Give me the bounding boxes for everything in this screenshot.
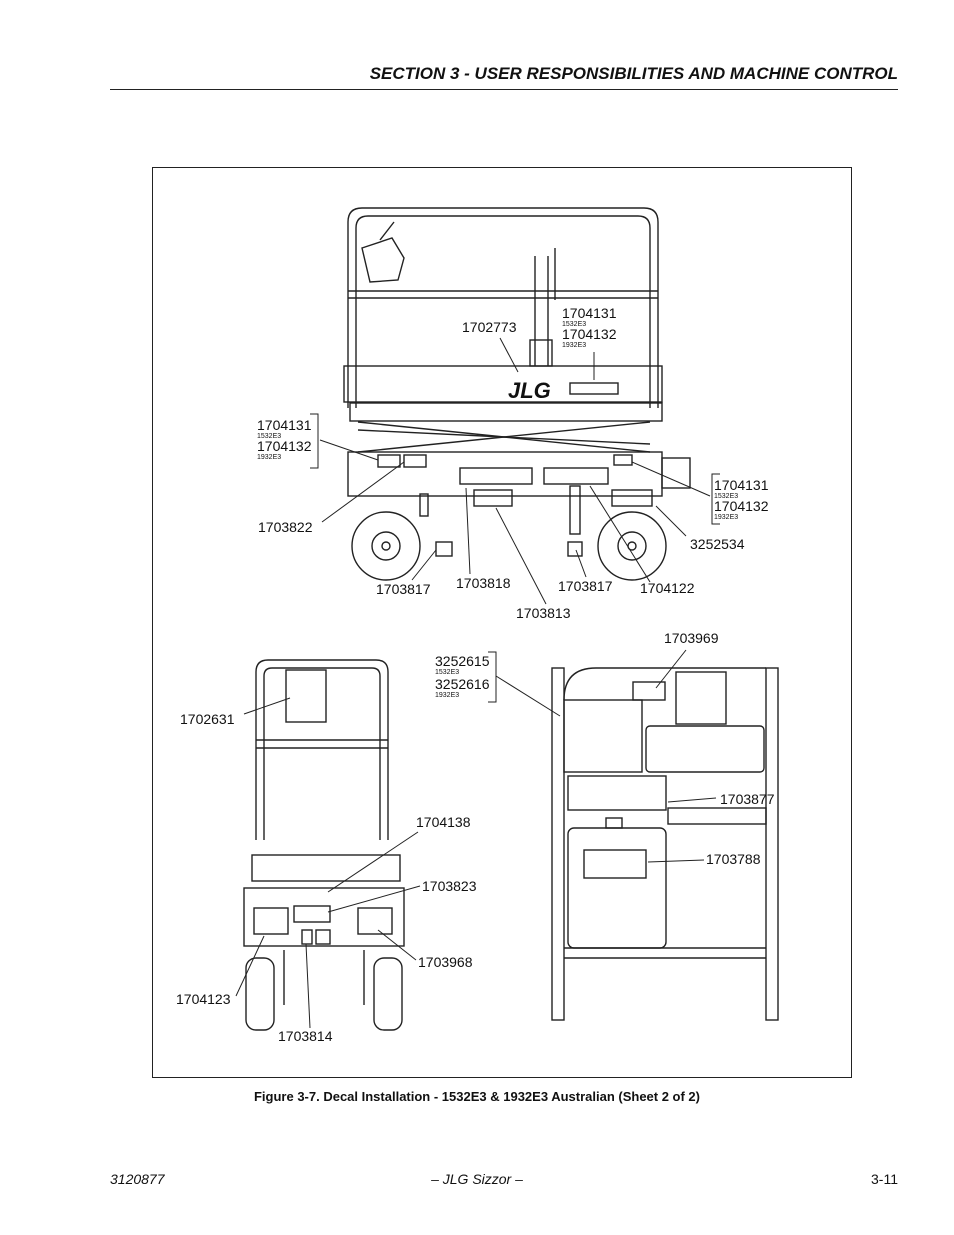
figure-frame	[152, 167, 852, 1078]
front-view-machine	[551, 667, 779, 1021]
callout-1704132-left: 1704132	[257, 438, 312, 454]
callout-1703817-b: 1703817	[558, 578, 613, 594]
callout-1704131-right: 1704131	[714, 477, 769, 493]
callout-1703813: 1703813	[516, 605, 571, 621]
callout-1704131-top: 1704131	[562, 305, 617, 321]
figure-caption: Figure 3-7. Decal Installation - 1532E3 …	[253, 1089, 700, 1104]
section-header: SECTION 3 - USER RESPONSIBILITIES AND MA…	[369, 64, 898, 83]
callout-1932e3-mid: 1932E3	[435, 692, 459, 699]
header-rule	[110, 89, 898, 90]
callout-3252616: 3252616	[435, 676, 490, 692]
callout-1703823: 1703823	[422, 878, 477, 894]
callout-1703877: 1703877	[720, 791, 775, 807]
callout-1704138: 1704138	[416, 814, 471, 830]
callout-1703969: 1703969	[664, 630, 719, 646]
callout-brackets	[310, 413, 720, 703]
footer-title: – JLG Sizzor –	[431, 1171, 523, 1187]
callout-1532e3-right: 1532E3	[714, 493, 738, 500]
callout-1704132-top: 1704132	[562, 326, 617, 342]
callout-1702631: 1702631	[180, 711, 235, 727]
leader-lines	[235, 337, 717, 1029]
footer-page-number: 3-11	[871, 1171, 898, 1187]
callout-1703968: 1703968	[418, 954, 473, 970]
callout-1703817-a: 1703817	[376, 581, 431, 597]
callout-1532e3-mid: 1532E3	[435, 669, 459, 676]
callout-1703814: 1703814	[278, 1028, 333, 1044]
callout-1702773: 1702773	[462, 319, 517, 335]
callout-1532e3-left: 1532E3	[257, 433, 281, 440]
callout-1703822: 1703822	[258, 519, 313, 535]
callout-1703788: 1703788	[706, 851, 761, 867]
callout-1932e3-left: 1932E3	[257, 454, 281, 461]
rear-view-machine	[243, 659, 405, 1031]
callout-1704123: 1704123	[176, 991, 231, 1007]
callout-1932e3-top: 1932E3	[562, 342, 586, 349]
callout-1703818: 1703818	[456, 575, 511, 591]
callout-3252615: 3252615	[435, 653, 490, 669]
callout-1704132-right: 1704132	[714, 498, 769, 514]
jlg-logo: JLG	[508, 378, 551, 403]
callout-1532e3-top: 1532E3	[562, 321, 586, 328]
side-view-machine	[343, 207, 691, 581]
footer-doc-number: 3120877	[110, 1171, 165, 1187]
callout-1704122: 1704122	[640, 580, 695, 596]
callout-3252534: 3252534	[690, 536, 745, 552]
callout-1932e3-right: 1932E3	[714, 514, 738, 521]
callout-1704131-left: 1704131	[257, 417, 312, 433]
